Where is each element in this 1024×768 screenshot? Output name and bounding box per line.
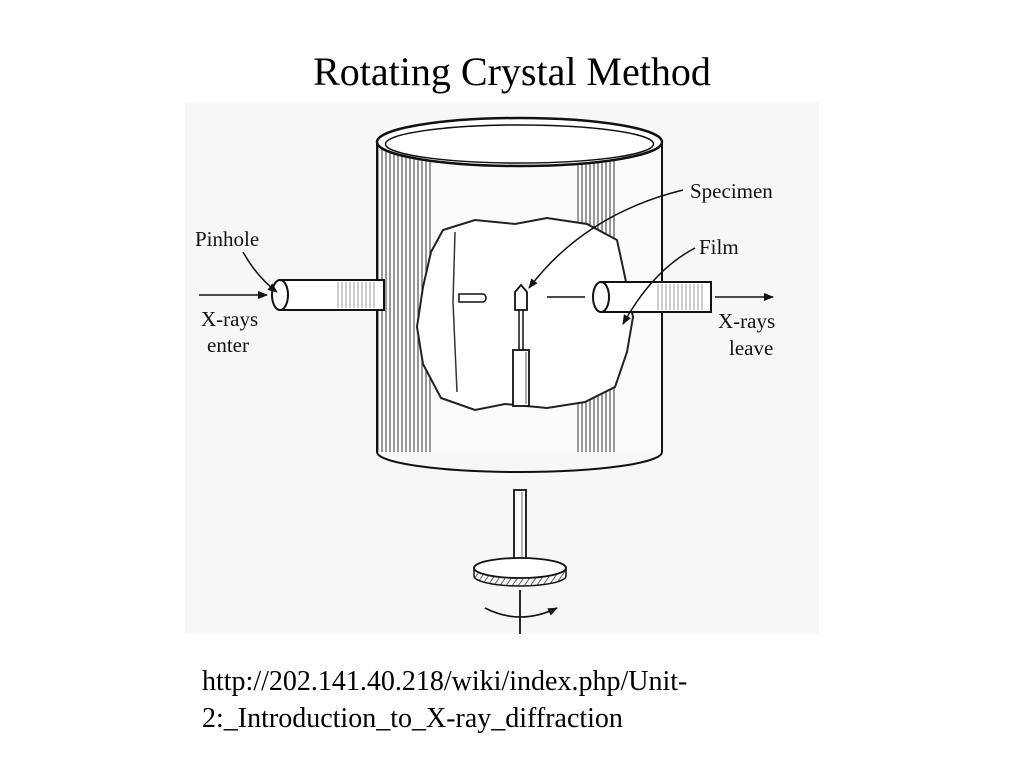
rotation-knob <box>473 557 567 587</box>
rotating-crystal-diagram: Pinhole X-rays enter Specimen Film X-ray… <box>185 102 819 634</box>
specimen-crystal <box>514 283 528 311</box>
rotation-shaft <box>513 489 527 561</box>
xrays-enter-label-line1: X-rays <box>201 307 258 331</box>
pinhole-leader-arrow <box>242 251 278 293</box>
xrays-enter-label-line2: enter <box>207 333 249 357</box>
xrays-leave-label-line2: leave <box>729 336 773 360</box>
cutaway-window <box>415 216 635 412</box>
pinhole-label: Pinhole <box>195 227 259 251</box>
specimen-leader-arrow <box>528 189 684 289</box>
film-leader-arrow <box>622 247 696 325</box>
inner-collimator <box>458 293 487 303</box>
rotation-arrow <box>484 607 558 618</box>
film-label: Film <box>699 235 739 259</box>
slide-title: Rotating Crystal Method <box>313 49 711 94</box>
specimen-label: Specimen <box>690 179 773 203</box>
exit-tube <box>592 281 712 313</box>
cylinder-top-rim <box>375 116 664 168</box>
xrays-leave-label-line1: X-rays <box>718 309 775 333</box>
diagram-drawing: Pinhole X-rays enter Specimen Film X-ray… <box>195 116 775 634</box>
pinhole-tube <box>271 279 385 311</box>
source-url-caption: http://202.141.40.218/wiki/index.php/Uni… <box>202 666 688 734</box>
specimen-holder <box>512 283 530 407</box>
